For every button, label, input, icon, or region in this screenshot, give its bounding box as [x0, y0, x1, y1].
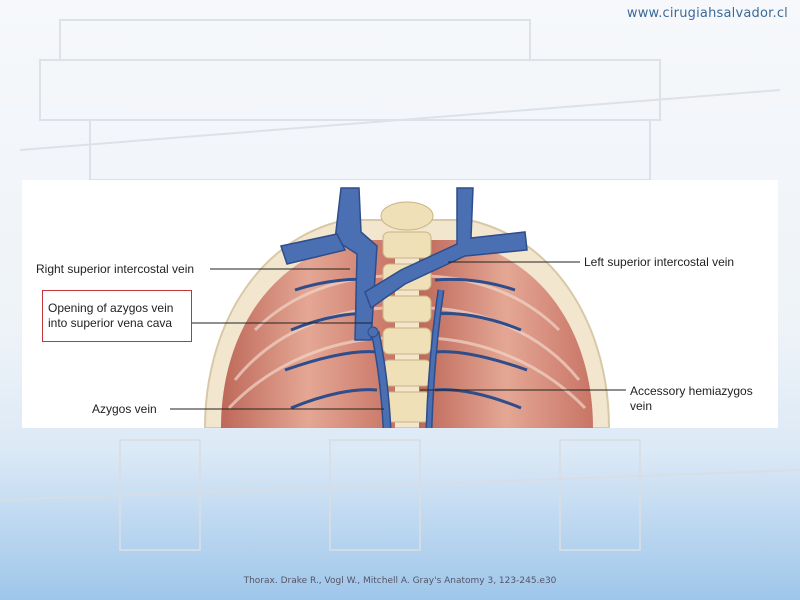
label-opening-azygos-line2: into superior vena cava [48, 316, 173, 330]
label-opening-azygos-line1: Opening of azygos vein [48, 301, 174, 315]
label-accessory-hemiazygos-line1: Accessory hemiazygos [630, 384, 753, 398]
label-left-superior-intercostal-vein: Left superior intercostal vein [584, 255, 735, 269]
label-right-superior-intercostal-vein: Right superior intercostal vein [36, 262, 195, 276]
website-url: www.cirugiahsalvador.cl [626, 6, 788, 21]
label-accessory-hemiazygos-line2: vein [630, 399, 653, 413]
label-azygos-vein: Azygos vein [92, 402, 157, 416]
thorax-vein-illustration [203, 187, 611, 428]
citation: Thorax. Drake R., Vogl W., Mitchell A. G… [243, 576, 557, 586]
highlight-box [42, 290, 192, 342]
